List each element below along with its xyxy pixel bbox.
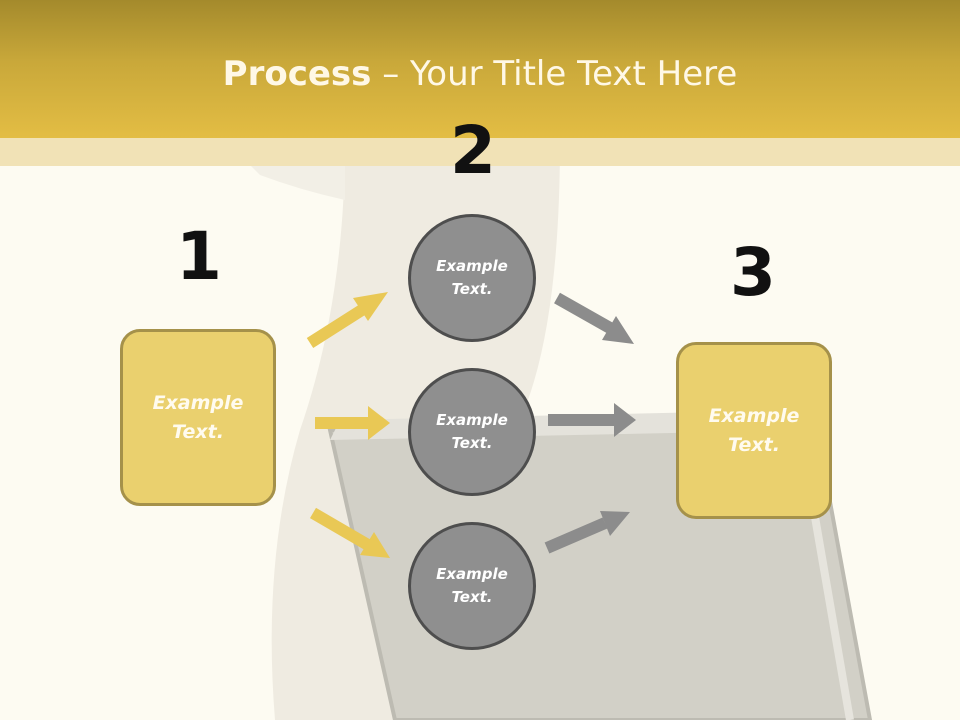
circle-label: Example Text. bbox=[436, 411, 508, 452]
circle-label: Example Text. bbox=[436, 257, 508, 298]
step-number-3: 3 bbox=[730, 234, 776, 311]
step-3-label: Example Text. bbox=[708, 404, 800, 456]
arrow-1-to-top bbox=[306, 292, 388, 349]
arrow-bottom-to-3 bbox=[544, 511, 630, 554]
step-2-circle-middle: Example Text. bbox=[408, 368, 536, 496]
circle-label: Example Text. bbox=[436, 565, 508, 606]
title-bold: Process bbox=[222, 54, 372, 94]
title-separator: – bbox=[371, 54, 411, 94]
header-strip bbox=[0, 138, 960, 166]
title-rest: Your Title Text Here bbox=[410, 54, 738, 94]
header-band bbox=[0, 0, 960, 138]
step-1-box: Example Text. bbox=[120, 329, 276, 506]
slide-title: Process – Your Title Text Here bbox=[0, 52, 960, 96]
step-3-box: Example Text. bbox=[676, 342, 832, 519]
step-1-label: Example Text. bbox=[152, 391, 244, 443]
step-number-2: 2 bbox=[450, 112, 496, 189]
step-number-1: 1 bbox=[176, 218, 222, 295]
arrow-top-to-3 bbox=[554, 292, 634, 344]
step-2-circle-bottom: Example Text. bbox=[408, 522, 536, 650]
arrow-middle-to-3 bbox=[548, 403, 636, 437]
step-2-circle-top: Example Text. bbox=[408, 214, 536, 342]
arrow-1-to-bottom bbox=[309, 507, 390, 558]
arrow-1-to-middle bbox=[315, 406, 390, 440]
